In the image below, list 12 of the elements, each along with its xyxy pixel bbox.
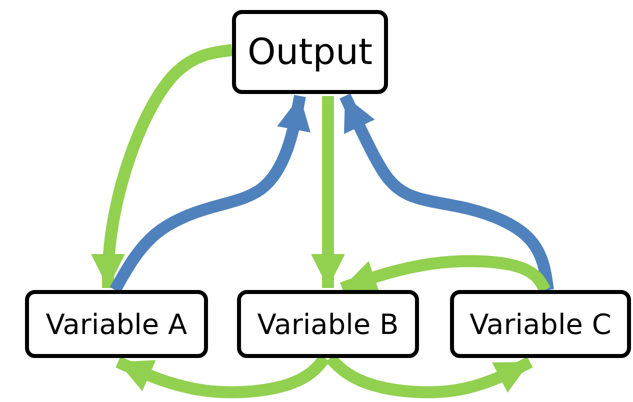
- process-box: [25, 290, 208, 358]
- node-label: Variable A: [46, 308, 188, 340]
- node-label: Output: [247, 32, 373, 72]
- arrow: [340, 93, 554, 291]
- process-box: [232, 10, 388, 94]
- arrow: [311, 96, 345, 288]
- node-label: Variable C: [470, 308, 612, 340]
- process-box: [450, 290, 631, 358]
- process-box: [237, 290, 419, 358]
- arrow: [91, 44, 233, 288]
- arrow: [110, 94, 311, 293]
- node-label: Variable B: [257, 308, 399, 340]
